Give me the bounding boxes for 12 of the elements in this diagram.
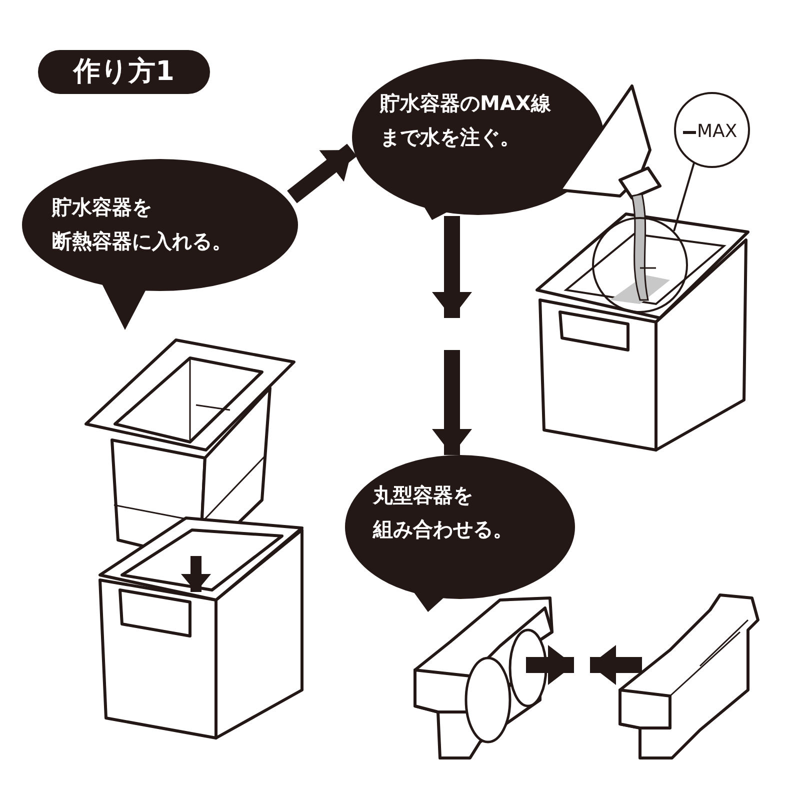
instruction-text: 貯水容器を断熱容器に入れる。 bbox=[52, 194, 232, 255]
arrow bbox=[590, 645, 642, 685]
arrow bbox=[432, 350, 472, 455]
instruction-text: 貯水容器のMAX線まで水を注ぐ。 bbox=[380, 90, 551, 151]
leader-line bbox=[673, 162, 695, 232]
arrow bbox=[526, 645, 574, 685]
arrow bbox=[432, 216, 472, 318]
arrow bbox=[287, 144, 357, 204]
instruction-text: 丸型容器を組み合わせる。 bbox=[373, 482, 513, 543]
max-label: MAX bbox=[697, 121, 738, 143]
magnifier-circle bbox=[592, 217, 688, 313]
title-badge: 作り方1 bbox=[38, 50, 210, 94]
